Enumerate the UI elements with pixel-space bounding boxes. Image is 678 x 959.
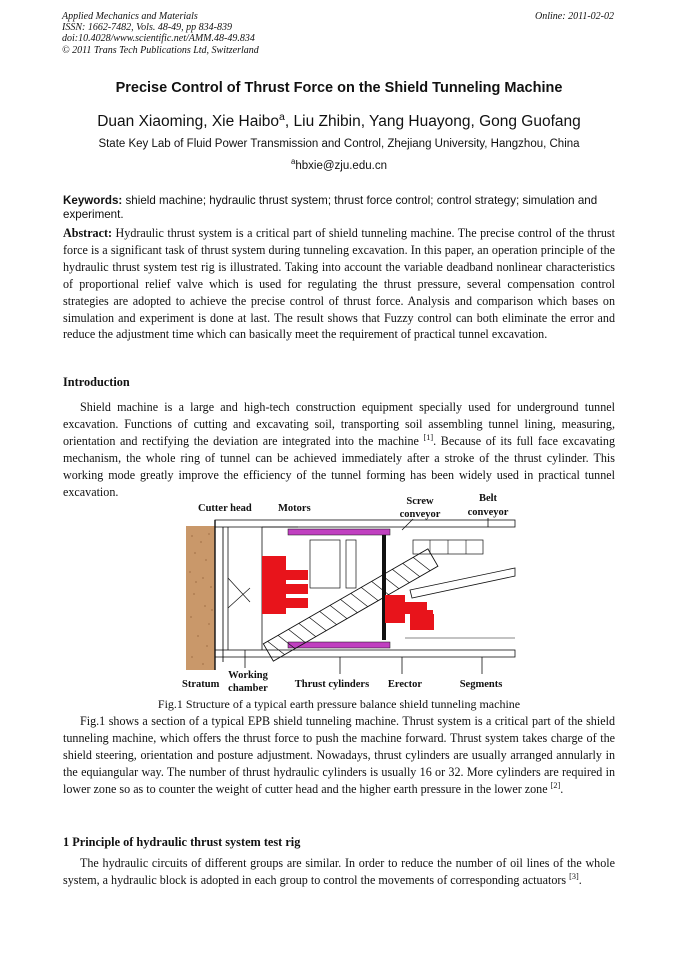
introduction-heading: Introduction — [63, 375, 130, 389]
affiliation: State Key Lab of Fluid Power Transmissio… — [98, 138, 580, 150]
belt-conveyor-incline — [409, 567, 516, 599]
gear-box — [345, 539, 357, 589]
author-list: Duan Xiaoming, Xie Haiboa, Liu Zhibin, Y… — [0, 110, 678, 131]
citation-3: [3] — [569, 871, 579, 881]
online-date: Online: 2011-02-02 — [535, 11, 614, 22]
erector-beam — [405, 602, 427, 614]
screw-leader-line — [401, 518, 414, 531]
cutter-arm-2 — [227, 587, 251, 609]
erector-joint — [427, 610, 433, 614]
screw-conveyor — [262, 548, 439, 662]
label-screw-2: conveyor — [400, 509, 441, 520]
thrust-cylinder-top — [287, 528, 391, 536]
cutter-arm — [227, 577, 251, 603]
figure-1-shield-machine-diagram: Cutter head Motors Screw conveyor Belt c… — [182, 493, 516, 694]
journal-name: Applied Mechanics and Materials — [62, 11, 198, 22]
email-marker: a — [291, 157, 296, 167]
doi-line: doi:10.4028/www.scientific.net/AMM.48-49… — [62, 33, 255, 45]
label-working-1: Working — [228, 670, 268, 681]
keywords-text: shield machine; hydraulic thrust system;… — [63, 194, 598, 221]
introduction-paragraph: Shield machine is a large and high-tech … — [63, 399, 615, 500]
main-drive-block — [262, 556, 286, 614]
sec1-text-a: The hydraulic circuits of different grou… — [63, 856, 615, 887]
erector-arm — [385, 595, 405, 623]
author-marker: a — [279, 110, 285, 123]
label-working-2: chamber — [228, 683, 268, 694]
abstract-label: Abstract: — [63, 226, 113, 240]
journal-header: Applied Mechanics and Materials ISSN: 16… — [62, 11, 614, 56]
sec1-text-b: . — [578, 872, 582, 887]
erector-head — [410, 614, 434, 630]
authors-part-1: Duan Xiaoming, Xie Haibo — [97, 113, 280, 130]
section-1-paragraph: The hydraulic circuits of different grou… — [63, 855, 615, 889]
label-thrust-cylinders: Thrust cylinders — [295, 679, 369, 690]
figure-1-caption: Fig.1 Structure of a typical earth press… — [157, 697, 521, 711]
shield-shell-top — [214, 519, 516, 528]
motor-3 — [286, 598, 308, 608]
ring-frame — [382, 535, 386, 640]
fig1-paragraph: Fig.1 shows a section of a typical EPB s… — [63, 713, 615, 798]
fig1-text-b: . — [560, 781, 564, 796]
stratum-block — [186, 526, 215, 670]
label-screw-1: Screw — [406, 496, 434, 507]
authors-part-2: , Liu Zhibin, Yang Huayong, Gong Guofang — [284, 113, 581, 130]
section-1-heading: 1 Principle of hydraulic thrust system t… — [63, 835, 301, 849]
copyright-line: © 2011 Trans Tech Publications Ltd, Swit… — [62, 44, 259, 56]
label-belt-2: conveyor — [468, 507, 509, 518]
shield-shell-bottom — [214, 649, 516, 658]
issn-line: ISSN: 1662-7482, Vols. 48-49, pp 834-839 — [62, 22, 232, 34]
motor-1 — [286, 570, 308, 580]
keywords-label: Keywords: — [63, 194, 123, 207]
abstract-text: Hydraulic thrust system is a critical pa… — [63, 226, 615, 342]
thrust-cylinder-bottom — [287, 641, 391, 649]
stratum-texture — [189, 533, 213, 665]
motor-2 — [286, 584, 308, 594]
email-line: ahbxie@zju.edu.cn — [0, 157, 678, 172]
fig1-text-a: Fig.1 shows a section of a typical EPB s… — [63, 714, 615, 796]
intro-text-b: . Because of its full face excavating me… — [63, 433, 615, 499]
motor-housing — [309, 539, 341, 589]
label-segments: Segments — [460, 679, 503, 690]
citation-2: [2] — [550, 780, 561, 790]
keywords: Keywords: shield machine; hydraulic thru… — [63, 194, 615, 221]
label-erector: Erector — [388, 679, 423, 690]
label-stratum: Stratum — [182, 679, 220, 690]
paper-title: Precise Control of Thrust Force on the S… — [115, 80, 563, 96]
citation-1: [1] — [423, 432, 434, 442]
abstract: Abstract: Hydraulic thrust system is a c… — [63, 225, 615, 343]
label-motors: Motors — [278, 503, 311, 514]
email-address[interactable]: hbxie@zju.edu.cn — [295, 160, 387, 172]
intro-text-a: Shield machine is a large and high-tech … — [63, 400, 615, 448]
label-belt-1: Belt — [479, 493, 498, 504]
label-cutter-head: Cutter head — [198, 503, 252, 514]
